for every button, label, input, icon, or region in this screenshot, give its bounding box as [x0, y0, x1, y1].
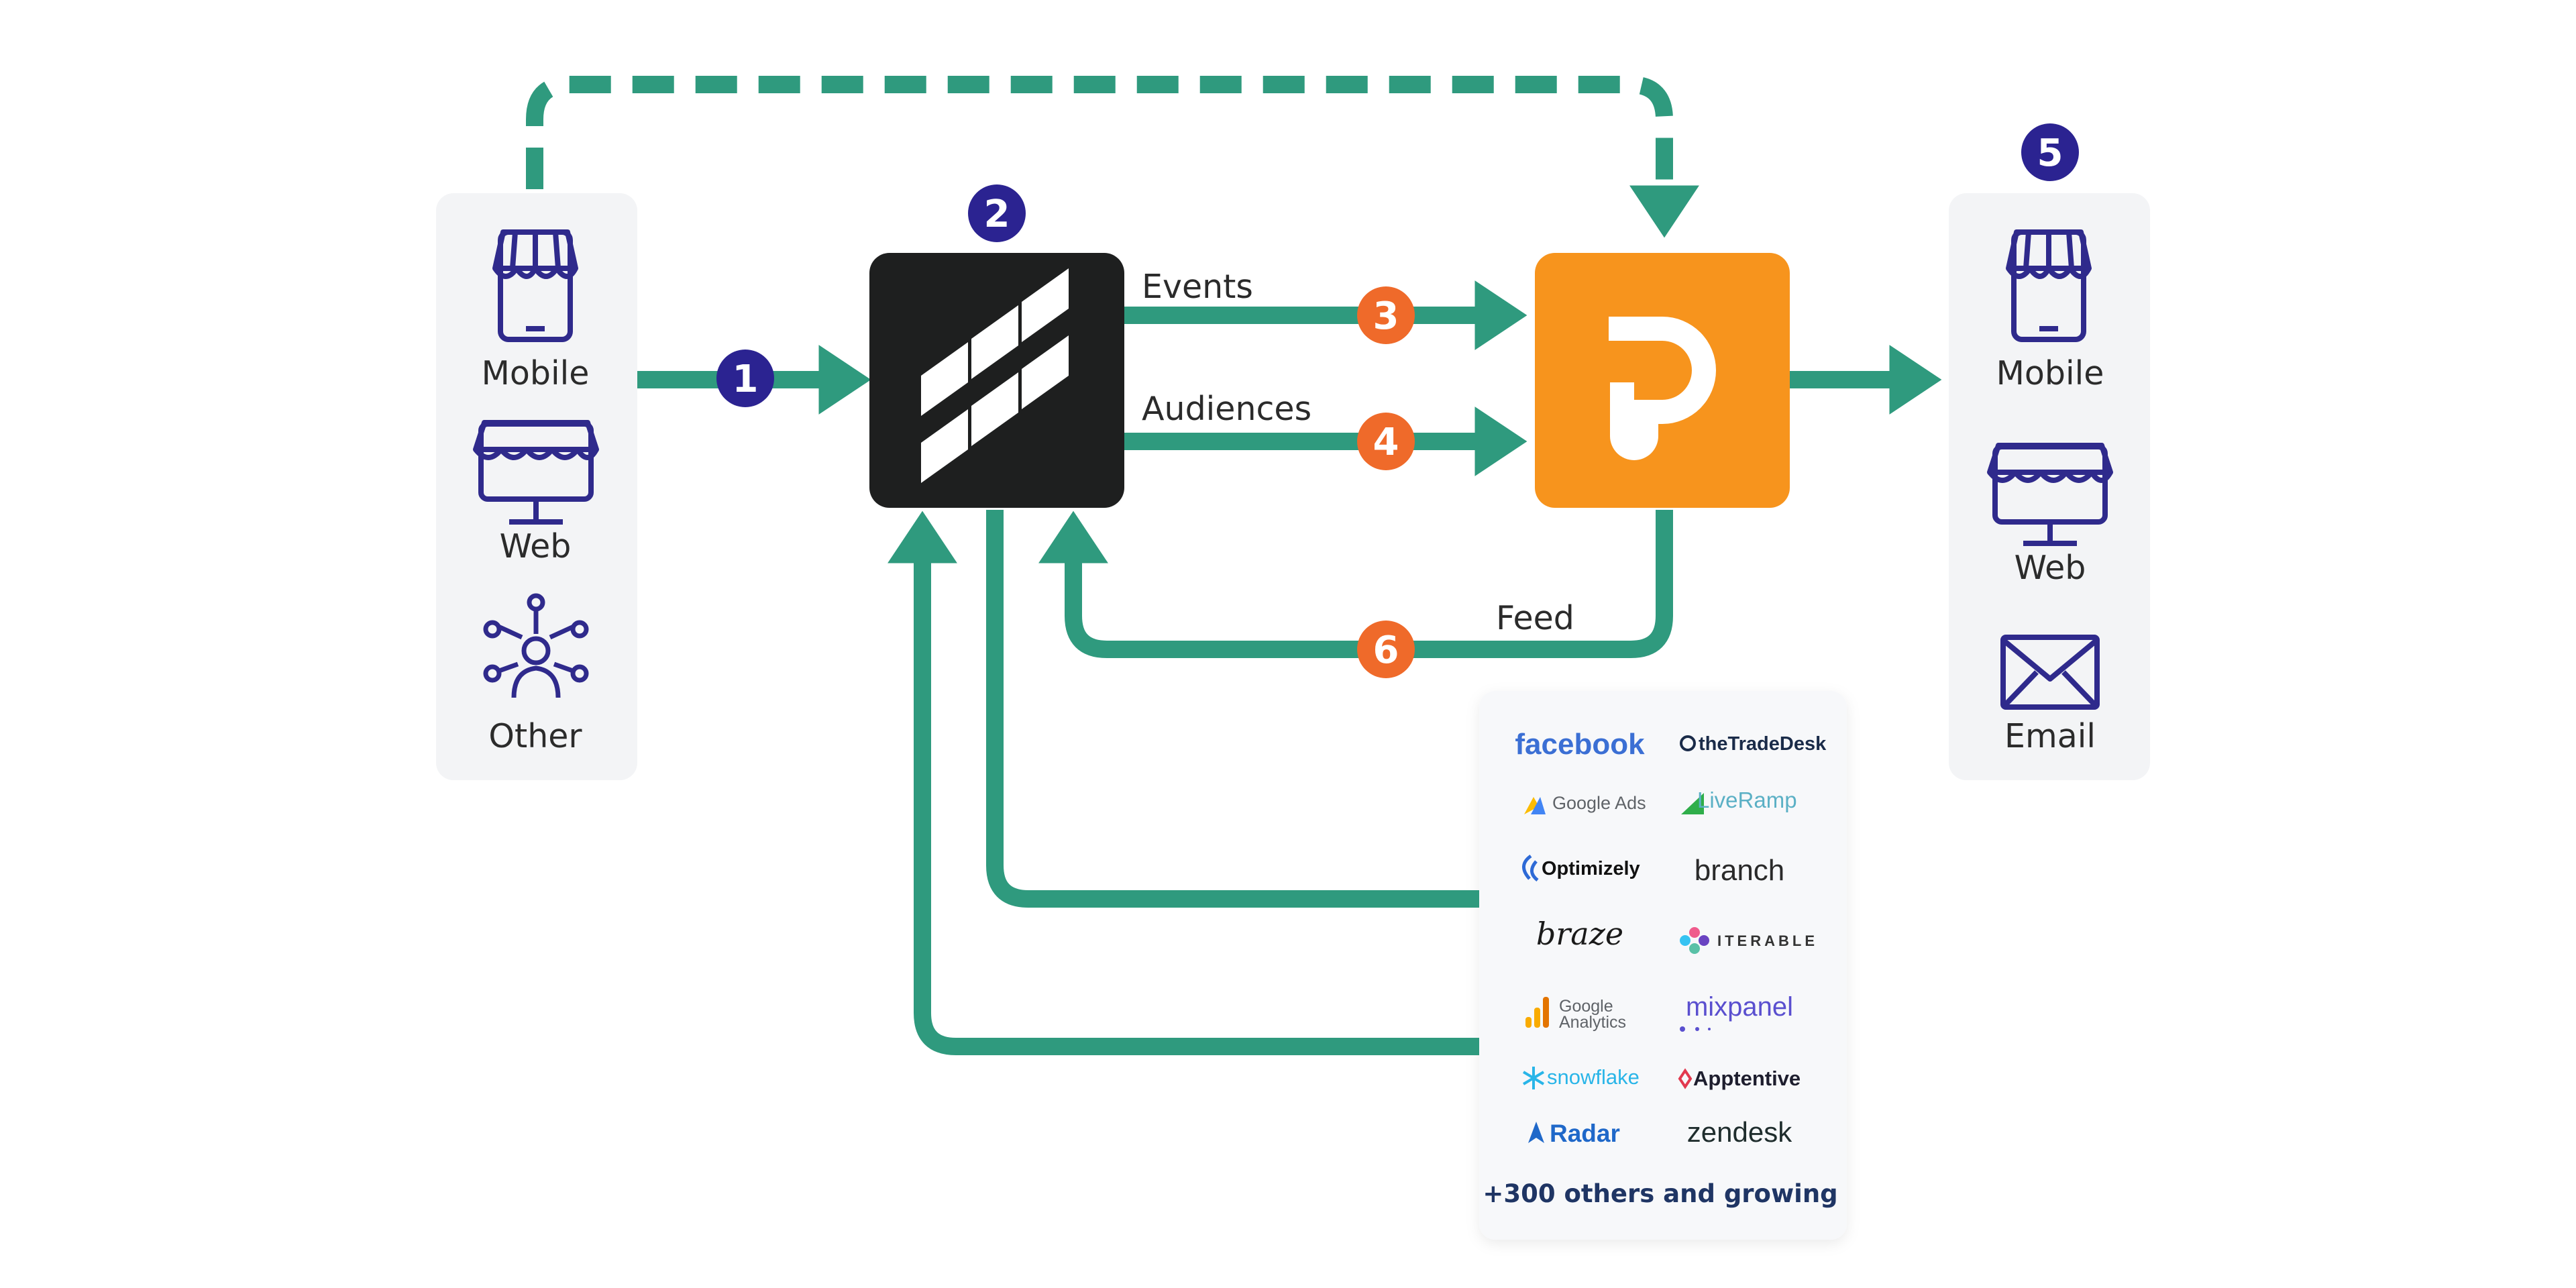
apptentive-logo: Apptentive — [1678, 1067, 1801, 1090]
zigzag-logo — [921, 268, 1069, 483]
hub-box — [869, 253, 1124, 508]
source-other-network-icon — [483, 593, 589, 698]
integrations-return-arrow-lower — [888, 511, 1479, 1055]
step-badge-2: 2 — [968, 184, 1026, 242]
facebook-logo: facebook — [1515, 728, 1645, 761]
svg-text:snowflake: snowflake — [1547, 1065, 1640, 1089]
liveramp-logo: LiveRamp — [1681, 788, 1797, 814]
svg-text:ITERABLE: ITERABLE — [1717, 932, 1818, 949]
p-logo — [1609, 317, 1716, 460]
branch-logo: branch — [1695, 854, 1785, 887]
step-badge-4: 4 — [1357, 413, 1415, 470]
svg-text:3: 3 — [1373, 294, 1399, 338]
bypass-dashed-arrow — [526, 76, 1699, 238]
audiences-label: Audiences — [1142, 390, 1311, 428]
radar-logo: Radar — [1528, 1120, 1620, 1147]
snowflake-logo: snowflake — [1522, 1065, 1640, 1089]
integrations-panel — [1479, 691, 1847, 1240]
channel-mobile-label: Mobile — [1996, 354, 2104, 392]
svg-text:LiveRamp: LiveRamp — [1697, 788, 1797, 812]
step-badge-3: 3 — [1357, 286, 1415, 344]
channels-panel — [1949, 193, 2150, 780]
thetradedesk-logo: theTradeDesk — [1680, 733, 1827, 755]
step-badge-6: 6 — [1357, 621, 1415, 678]
feed-label: Feed — [1496, 599, 1574, 637]
channel-email-label: Email — [2004, 717, 2096, 755]
svg-text:Google: Google — [1559, 997, 1613, 1016]
step-badge-5: 5 — [2021, 123, 2079, 181]
source-web-label: Web — [500, 527, 572, 566]
svg-text:Apptentive: Apptentive — [1693, 1067, 1801, 1090]
braze-logo: braze — [1536, 916, 1623, 952]
sources-panel — [436, 193, 637, 780]
iterable-logo: ITERABLE — [1680, 927, 1818, 954]
mixpanel-logo: mixpanel — [1680, 992, 1793, 1032]
channel-web-storefront-icon — [1987, 443, 2113, 546]
svg-text:6: 6 — [1373, 629, 1399, 672]
source-web-storefront-icon — [473, 420, 599, 525]
google-ads-logo: Google Ads — [1524, 793, 1646, 814]
envelope-icon — [2000, 635, 2100, 710]
svg-text:Analytics: Analytics — [1559, 1013, 1626, 1032]
svg-text:Google Ads: Google Ads — [1552, 793, 1646, 813]
source-mobile-storefront-icon — [492, 229, 578, 342]
source-other-label: Other — [488, 717, 582, 755]
integrations-return-arrow-upper — [986, 510, 1479, 908]
zendesk-logo: zendesk — [1687, 1116, 1792, 1148]
channel-mobile-storefront-icon — [2006, 229, 2092, 342]
destination-box — [1535, 253, 1790, 508]
events-label: Events — [1142, 268, 1253, 306]
svg-text:4: 4 — [1373, 421, 1399, 464]
svg-text:1: 1 — [733, 358, 759, 401]
google-analytics-logo: Google Analytics — [1525, 997, 1626, 1032]
svg-text:5: 5 — [2037, 131, 2063, 175]
step-badge-1: 1 — [716, 350, 774, 407]
svg-text:mixpanel: mixpanel — [1686, 992, 1793, 1022]
svg-text:2: 2 — [984, 193, 1010, 236]
optimizely-logo: Optimizely — [1522, 854, 1640, 881]
svg-text:Radar: Radar — [1550, 1120, 1620, 1147]
more-integrations-label: +300 others and growing — [1483, 1179, 1837, 1208]
channel-web-label: Web — [2015, 549, 2086, 587]
svg-text:Optimizely: Optimizely — [1542, 858, 1640, 879]
svg-text:theTradeDesk: theTradeDesk — [1699, 733, 1827, 755]
source-mobile-label: Mobile — [482, 354, 590, 392]
